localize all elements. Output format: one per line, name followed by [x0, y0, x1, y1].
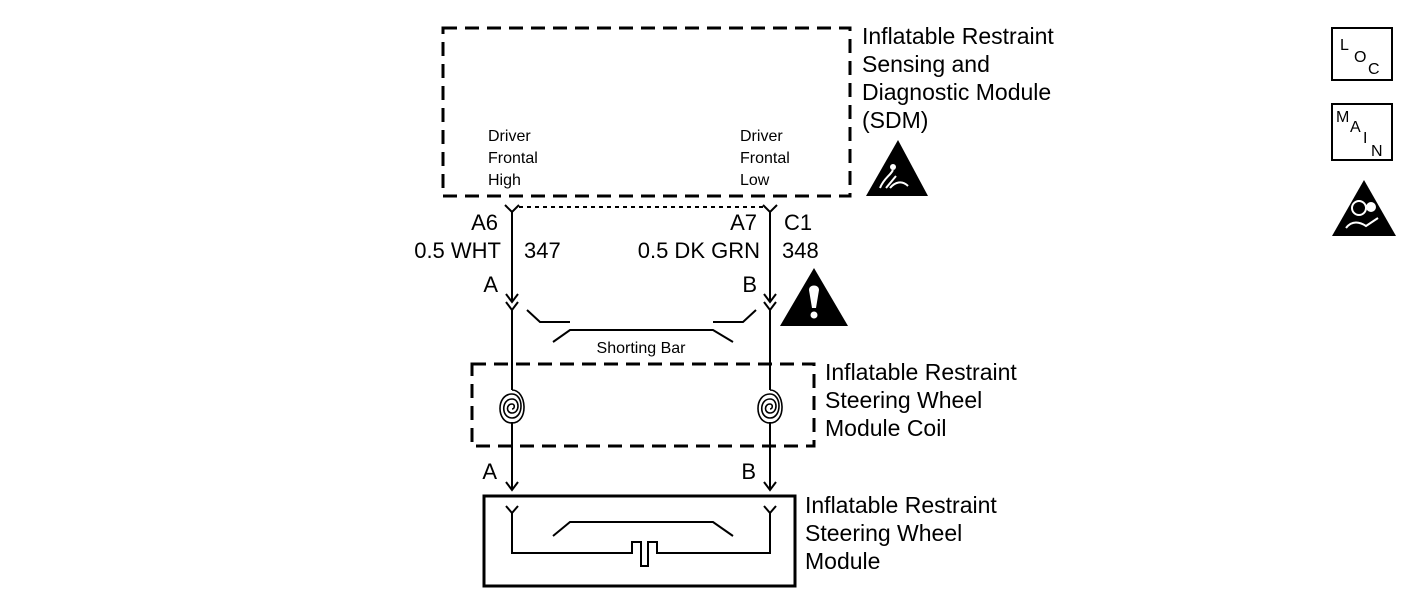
svg-text:M: M — [1336, 109, 1349, 126]
svg-text:C: C — [1368, 61, 1380, 78]
main-icon[interactable]: M A I N — [1331, 103, 1393, 161]
svg-text:L: L — [1340, 37, 1349, 54]
coil-box — [470, 362, 816, 448]
svg-text:O: O — [1354, 49, 1366, 66]
coil-out-left-label: A — [482, 459, 497, 484]
module-title: Inflatable Restraint Steering Wheel Modu… — [805, 492, 1003, 574]
airbag-icon — [1332, 180, 1396, 236]
wire-right — [763, 212, 777, 492]
connector-left-sdm — [504, 204, 520, 214]
wire-right-connector-id: C1 — [784, 210, 812, 235]
coil-title: Inflatable Restraint Steering Wheel Modu… — [825, 359, 1023, 441]
shorting-bar — [526, 309, 757, 343]
connector-right-sdm — [762, 204, 778, 214]
wire-left — [505, 212, 519, 492]
module-box — [482, 494, 797, 588]
sdm-pin-right-label: Driver Frontal Low — [740, 128, 794, 189]
coil-spiral-right — [757, 389, 783, 424]
wire-left-connector: A — [483, 272, 498, 297]
sdm-pin-left-label: Driver Frontal High — [488, 128, 542, 189]
wire-right-gauge-color: 0.5 DK GRN — [638, 238, 760, 263]
sdm-box — [441, 26, 852, 198]
svg-text:N: N — [1371, 143, 1383, 160]
wire-left-circuit: 347 — [524, 238, 561, 263]
svg-text:I: I — [1363, 130, 1367, 147]
wire-left-terminal: A6 — [471, 210, 498, 235]
wire-left-gauge-color: 0.5 WHT — [414, 238, 501, 263]
svg-text:A: A — [1350, 119, 1361, 136]
coil-out-right-label: B — [741, 459, 756, 484]
sdm-title: Inflatable Restraint Sensing and Diagnos… — [862, 23, 1060, 133]
loc-icon[interactable]: L O C — [1331, 27, 1393, 81]
wire-right-terminal: A7 — [730, 210, 757, 235]
coil-spiral-left — [499, 389, 525, 424]
shorting-bar-label: Shorting Bar — [597, 340, 687, 357]
esd-warning-icon — [866, 140, 928, 196]
caution-icon — [780, 268, 848, 326]
wire-right-circuit: 348 — [782, 238, 819, 263]
wire-right-connector: B — [742, 272, 757, 297]
module-internal-circuit — [505, 505, 777, 567]
